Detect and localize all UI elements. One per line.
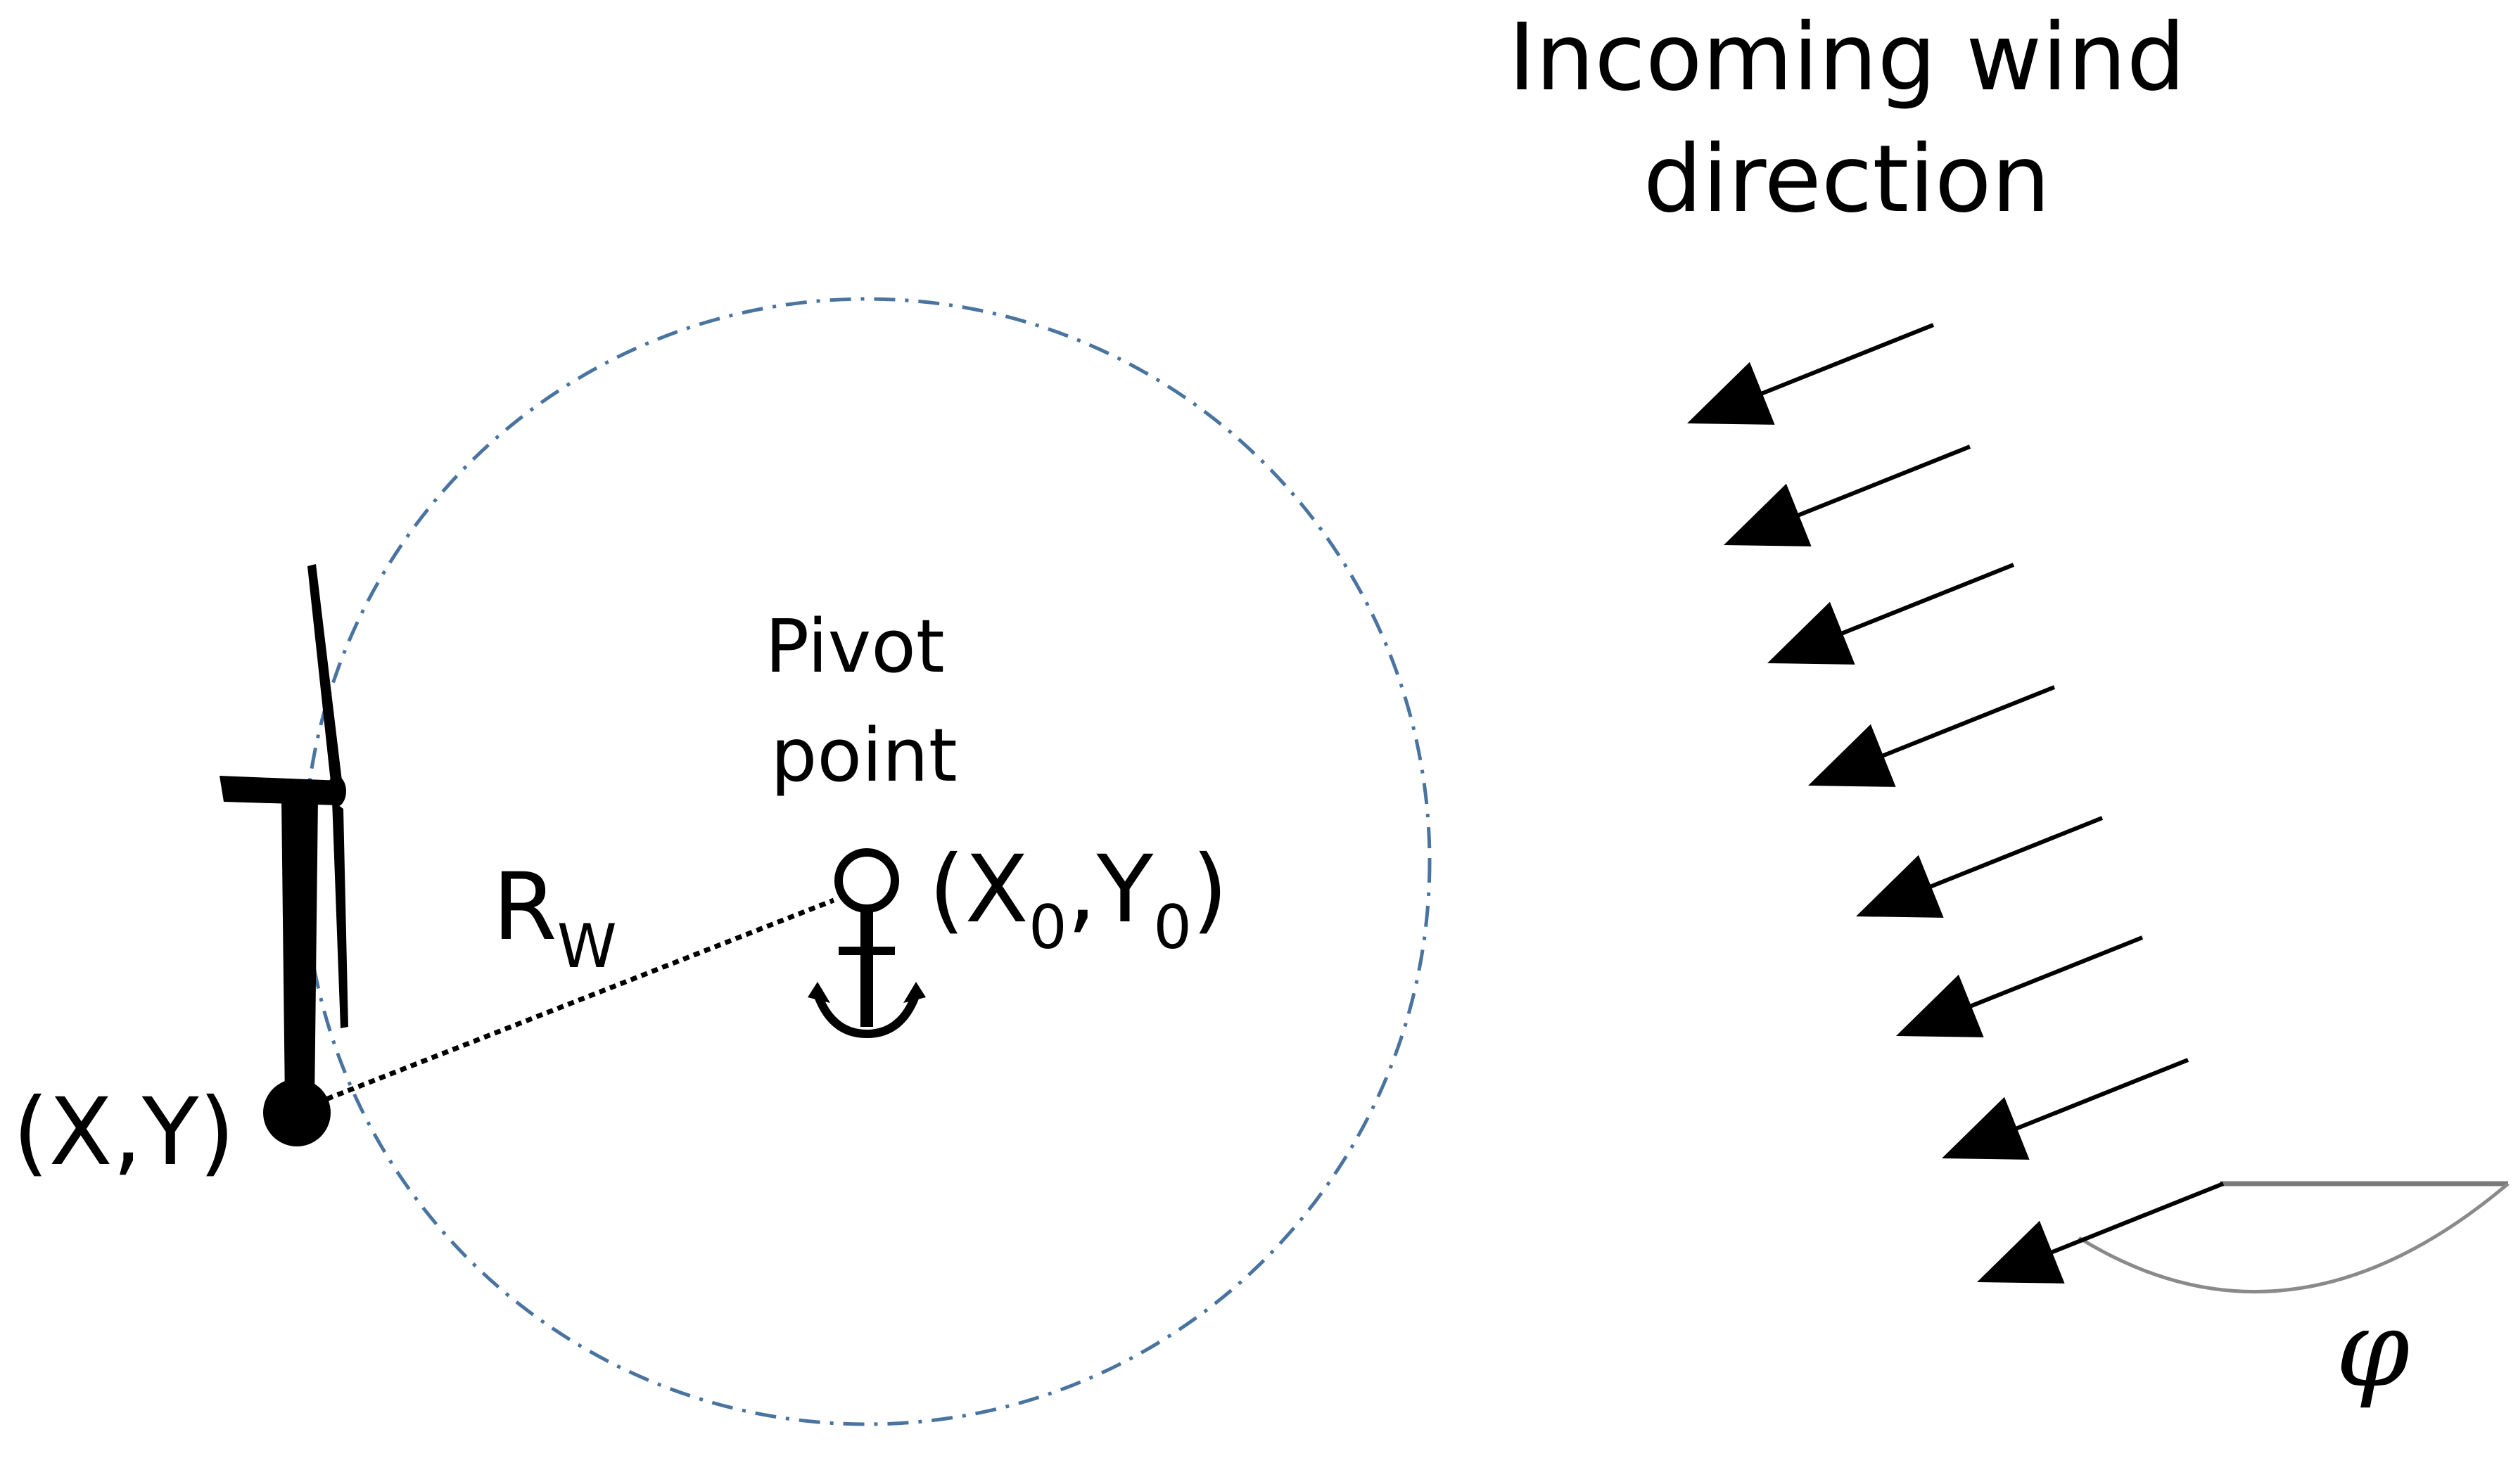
wind-turbine-icon (220, 564, 348, 1146)
pivot-label-line2: point (770, 712, 957, 798)
anchor-icon (808, 909, 926, 1039)
arrow-left-down-icon (1687, 362, 1775, 425)
arrow-left-down-icon (1896, 974, 1984, 1037)
wind-direction-label-line2: direction (1643, 125, 2050, 234)
radius-line (294, 897, 835, 1114)
wind-direction-label-line1: Incoming wind (1508, 4, 2186, 112)
wind-arrow-shaft (1904, 816, 2104, 899)
wind-arrow-shaft (1772, 444, 1971, 527)
arrow-left-down-icon (1724, 483, 1812, 546)
radius-label-subscript: W (557, 911, 617, 982)
wind-arrow-shaft (1944, 935, 2144, 1018)
arrow-left-down-icon (1767, 601, 1855, 665)
wind-arrow-shaft (1990, 1058, 2189, 1141)
wind-arrow-shaft (2025, 1182, 2225, 1265)
pivot-coord-subscript-x: 0 (1029, 893, 1067, 963)
wind-arrow-shaft (1856, 685, 2056, 768)
arrow-left-down-icon (1942, 1096, 2030, 1160)
pivot-coord-subscript-y: 0 (1153, 893, 1192, 963)
arrow-left-down-icon (1977, 1220, 2065, 1284)
angle-phi-label: φ (2336, 1288, 2410, 1411)
pivot-circle-icon (834, 848, 899, 913)
angle-arc (2078, 1182, 2510, 1294)
turbine-position-label: (X,Y) (13, 1078, 235, 1186)
wind-arrows (1687, 323, 2225, 1284)
watch-circle (302, 297, 1432, 1426)
wind-arrow-shaft (1735, 323, 1935, 406)
pivot-coordinate-label: (X0,Y0) (929, 836, 1228, 963)
pivot-coord-mid: ,Y (1067, 836, 1154, 944)
radius-label-main: R (492, 853, 557, 961)
arrow-left-down-icon (1856, 855, 1944, 918)
pivot-coord-open: (X (929, 836, 1029, 944)
radius-label: RW (492, 853, 617, 982)
pivot-coord-close: ) (1192, 836, 1228, 944)
arrow-left-down-icon (1808, 724, 1896, 787)
pivot-label-line1: Pivot (765, 603, 944, 689)
wind-arrow-shaft (1815, 563, 2015, 646)
